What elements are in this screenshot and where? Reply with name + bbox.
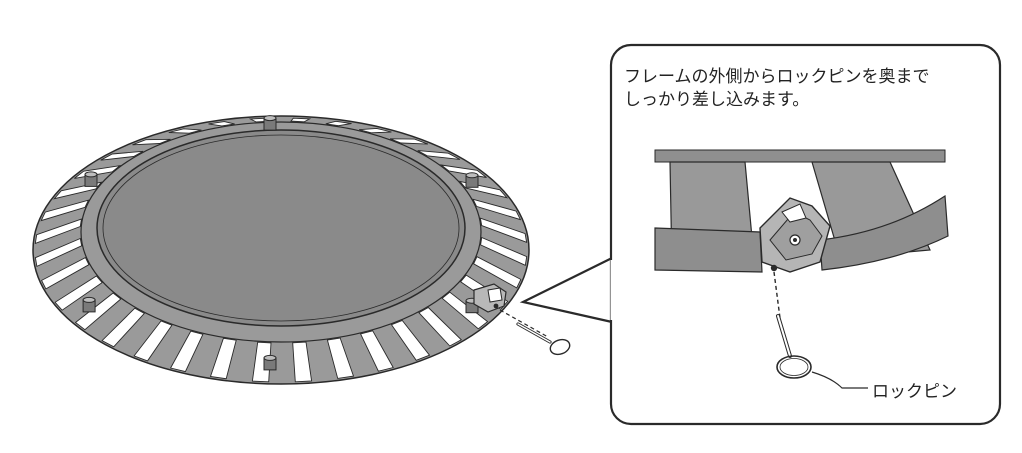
callout-pointer [519,257,613,324]
band-gap [418,306,463,347]
label-leader-line [811,371,868,389]
zoom-callout [519,43,1002,426]
lock-pin-ring [776,355,812,379]
band-gap [326,337,355,379]
band-gap [473,256,522,289]
band-gap [40,256,90,290]
band-gap [209,337,237,380]
frame-lock-bracket [473,283,507,313]
lock-pin-label: ロックピン [872,382,957,402]
band-gap [417,150,461,160]
lock-pin-small [499,309,571,356]
band-gap [101,307,146,348]
zoomed-frame-detail [654,149,949,389]
leg-cap [263,354,277,371]
leg-cap [263,115,277,131]
band-gap [358,127,392,134]
instruction-line-1: フレームの外側からロックピンを奥まで [624,67,930,87]
jumping-mat-border [102,134,460,322]
band-gap [479,217,528,243]
band-gap [133,320,173,362]
band-gap [40,199,90,222]
band-gap [290,117,312,123]
zoom-frame-tube-left [654,227,763,273]
band-gap [292,341,313,383]
instruction-line-2: しっかり差し込みます。 [624,90,810,110]
zoom-frame-tube-right [819,194,949,271]
band-gap [132,138,171,146]
band-gap [34,237,83,268]
band-gap [100,150,144,161]
band-gap [472,198,522,221]
band-gap [34,218,82,245]
band-gap [325,120,352,127]
band-gap [389,138,429,145]
leg-cap [465,172,479,188]
insertion-guide-line [773,271,781,319]
pin-hole [770,264,778,272]
band-gap [74,292,122,331]
band-gap [359,330,394,372]
leg-cap [82,296,96,313]
leg-cap [84,171,98,187]
trampoline-illustration [32,115,571,385]
jumping-mat [96,129,466,327]
band-gap [54,275,103,311]
instruction-text: フレームの外側からロックピンを奥まで しっかり差し込みます。 [624,66,984,112]
band-gap [168,128,202,134]
band-gap [390,319,431,361]
band-gap [169,330,204,373]
elastic-bands [34,117,528,383]
band-gap [208,121,235,127]
band-gap [480,236,528,266]
